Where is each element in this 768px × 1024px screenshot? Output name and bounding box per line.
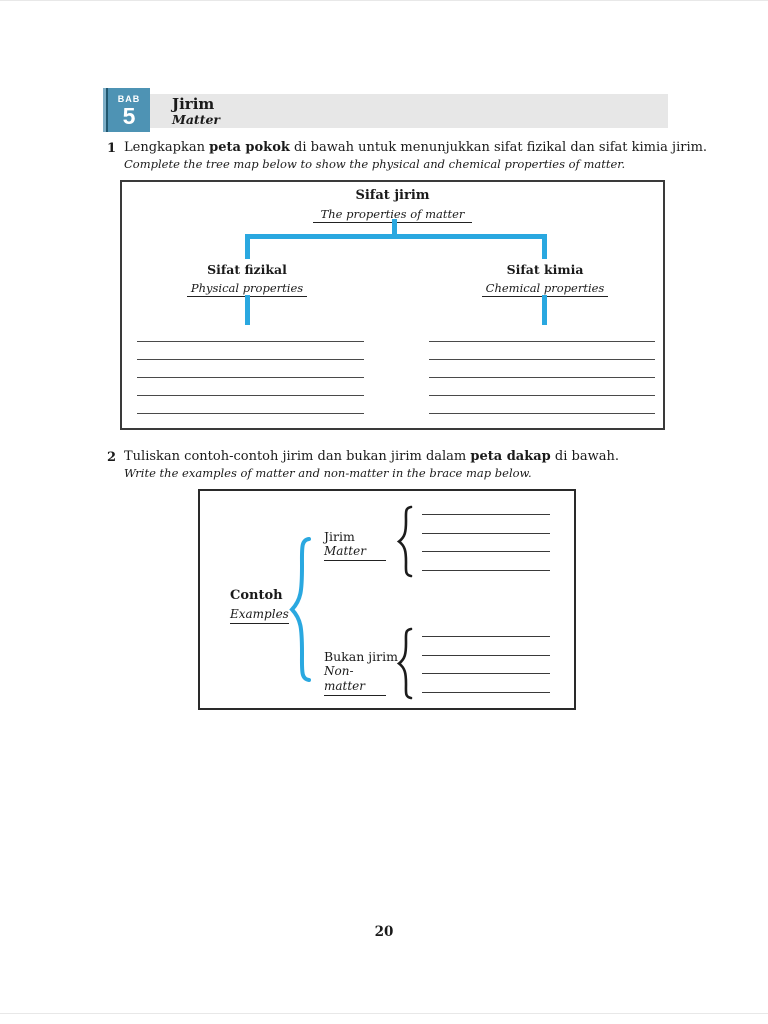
answer-blank-line [137,341,364,342]
tree-connector-stub-right [542,234,547,259]
brace-root-translation: Examples [230,607,289,624]
brace-branch-matter-translation: Matter [324,544,386,561]
tree-connector-drop-left [245,295,250,325]
answer-blank-line [429,413,655,414]
tree-connector-vertical [392,219,397,234]
question-2-translation: Write the examples of matter and non-mat… [124,466,532,480]
brace-branch-nonmatter: Bukan jirim Non-matter [324,649,398,696]
brace-branch-matter-label: Jirim [324,529,355,544]
question-2-number: 2 [107,450,117,465]
question-2-text-after: di bawah. [550,449,619,464]
answer-blank-line [429,359,655,360]
page-bottom-edge [0,1013,768,1014]
answer-blank-line [422,532,550,534]
page-top-edge [0,0,768,1]
chapter-badge-strip [103,88,108,132]
tree-connector-drop-right [542,295,547,325]
black-brace-top-icon [396,505,413,578]
black-brace-bottom-icon [396,627,413,700]
brace-branch-nonmatter-label: Bukan jirim [324,649,398,664]
tree-branch-physical: Sifat fizikal Physical properties [162,262,332,297]
chapter-title-bar: Jirim Matter [150,94,668,128]
question-1-text: Lengkapkan peta pokok di bawah untuk men… [124,140,707,156]
brace-branch-nonmatter-translation: Non-matter [324,664,386,696]
brace-root-label: Contoh [230,588,283,603]
question-2-text-before: Tuliskan contoh-contoh jirim dan bukan j… [124,449,471,464]
answer-blank-line [137,395,364,396]
question-2-text-bold: peta dakap [470,449,551,464]
chapter-number: 5 [122,103,136,129]
answer-blank-line [429,395,655,396]
page-title: Jirim [172,94,215,113]
question-1-number: 1 [107,141,117,156]
tree-branch-chemical-label: Sifat kimia [506,262,584,277]
chapter-badge: BAB 5 [108,88,150,132]
answer-blank-line [422,673,550,674]
tree-map-box: Sifat jirim The properties of matter Sif… [120,180,665,430]
answer-lines-nonmatter [422,636,550,710]
chapter-label: BAB [117,94,141,104]
answer-blank-line [422,691,550,693]
blue-brace-icon [289,537,311,682]
brace-root-node: Contoh Examples [230,588,320,624]
answer-blank-line [429,341,655,342]
answer-lines-physical [137,341,364,431]
tree-connector-horizontal [245,234,547,239]
answer-blank-line [422,654,550,656]
brace-branch-matter: Jirim Matter [324,529,386,561]
answer-blank-line [422,636,550,637]
question-1-text-before: Lengkapkan [124,140,210,155]
brace-map-box: Contoh Examples Jirim Matter Bukan jirim… [198,489,576,710]
tree-branch-physical-label: Sifat fizikal [207,262,287,277]
question-2-text: Tuliskan contoh-contoh jirim dan bukan j… [124,449,619,465]
question-1-text-after: di bawah untuk menunjukkan sifat fizikal… [289,140,708,155]
page-number: 20 [374,924,394,940]
answer-blank-line [137,377,364,378]
answer-blank-line [137,413,364,414]
question-1-translation: Complete the tree map below to show the … [124,157,626,171]
answer-blank-line [422,514,550,515]
tree-connector-stub-left [245,234,250,259]
tree-branch-chemical: Sifat kimia Chemical properties [460,262,630,297]
answer-lines-chemical [429,341,655,431]
page-subtitle: Matter [172,111,221,127]
answer-lines-matter [422,514,550,588]
tree-root-label: Sifat jirim [355,188,430,203]
answer-blank-line [422,569,550,571]
answer-blank-line [429,377,655,378]
answer-blank-line [422,551,550,552]
question-1-text-bold: peta pokok [209,140,290,155]
tree-root-node: Sifat jirim The properties of matter [122,188,663,223]
answer-blank-line [137,359,364,360]
